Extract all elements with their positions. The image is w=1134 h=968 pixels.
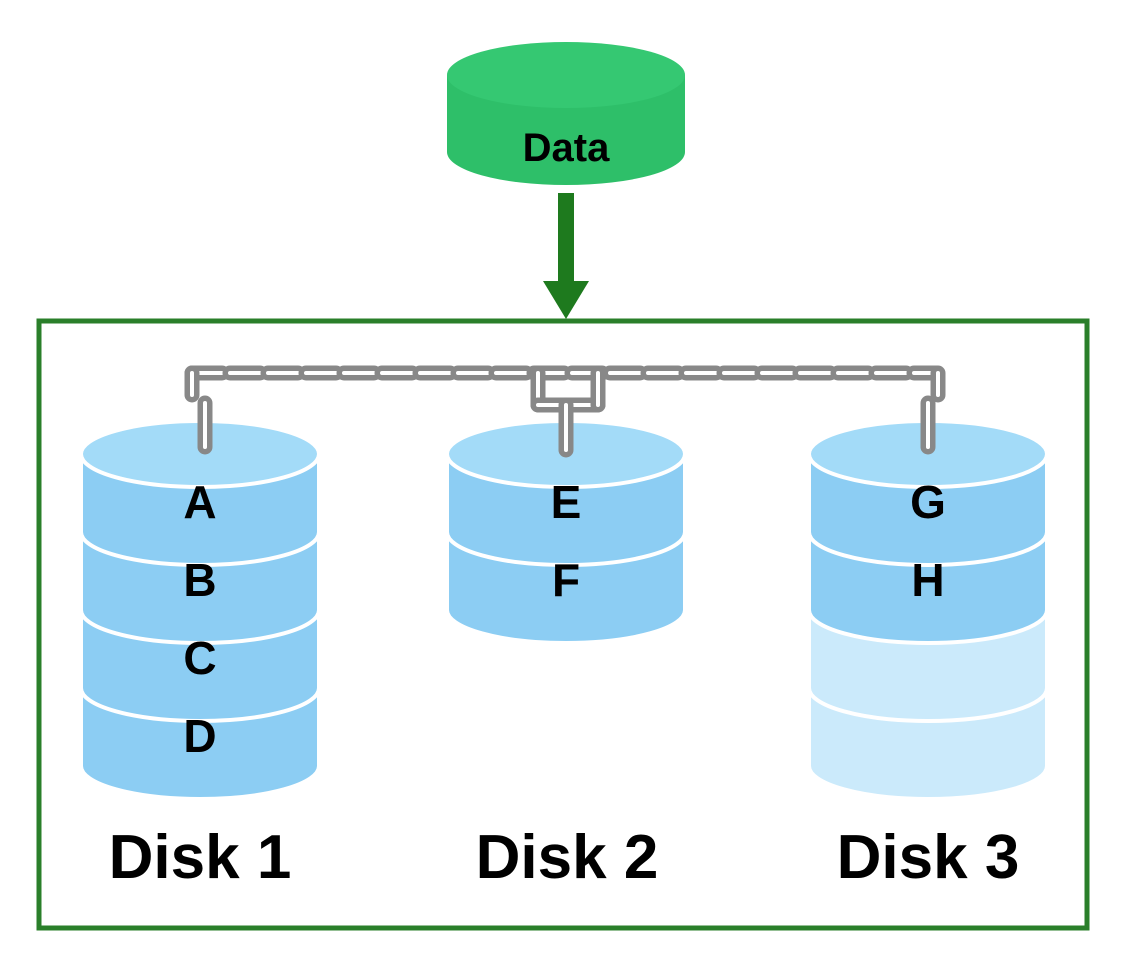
data-source-top <box>447 42 685 108</box>
data-source-cylinder: Data <box>447 42 685 185</box>
segment-label-f: F <box>552 554 580 606</box>
data-source-label: Data <box>523 126 610 170</box>
chain-link-icon <box>184 365 946 458</box>
segment-label-g: G <box>910 476 946 528</box>
down-arrow-icon <box>543 193 589 319</box>
segment-label-e: E <box>551 476 582 528</box>
volume-frame <box>36 318 1090 931</box>
disk-3-cylinder: GH <box>807 419 1049 801</box>
segment-label-a: A <box>183 476 216 528</box>
disk-title-2: Disk 2 <box>475 823 659 892</box>
disk-title-3: Disk 3 <box>836 823 1020 892</box>
segment-label-b: B <box>183 554 216 606</box>
disk-2-cylinder: EF <box>445 419 687 645</box>
segment-label-h: H <box>911 554 944 606</box>
segment-label-d: D <box>183 710 216 762</box>
disk-title-1: Disk 1 <box>108 823 292 892</box>
segment-label-c: C <box>183 632 216 684</box>
